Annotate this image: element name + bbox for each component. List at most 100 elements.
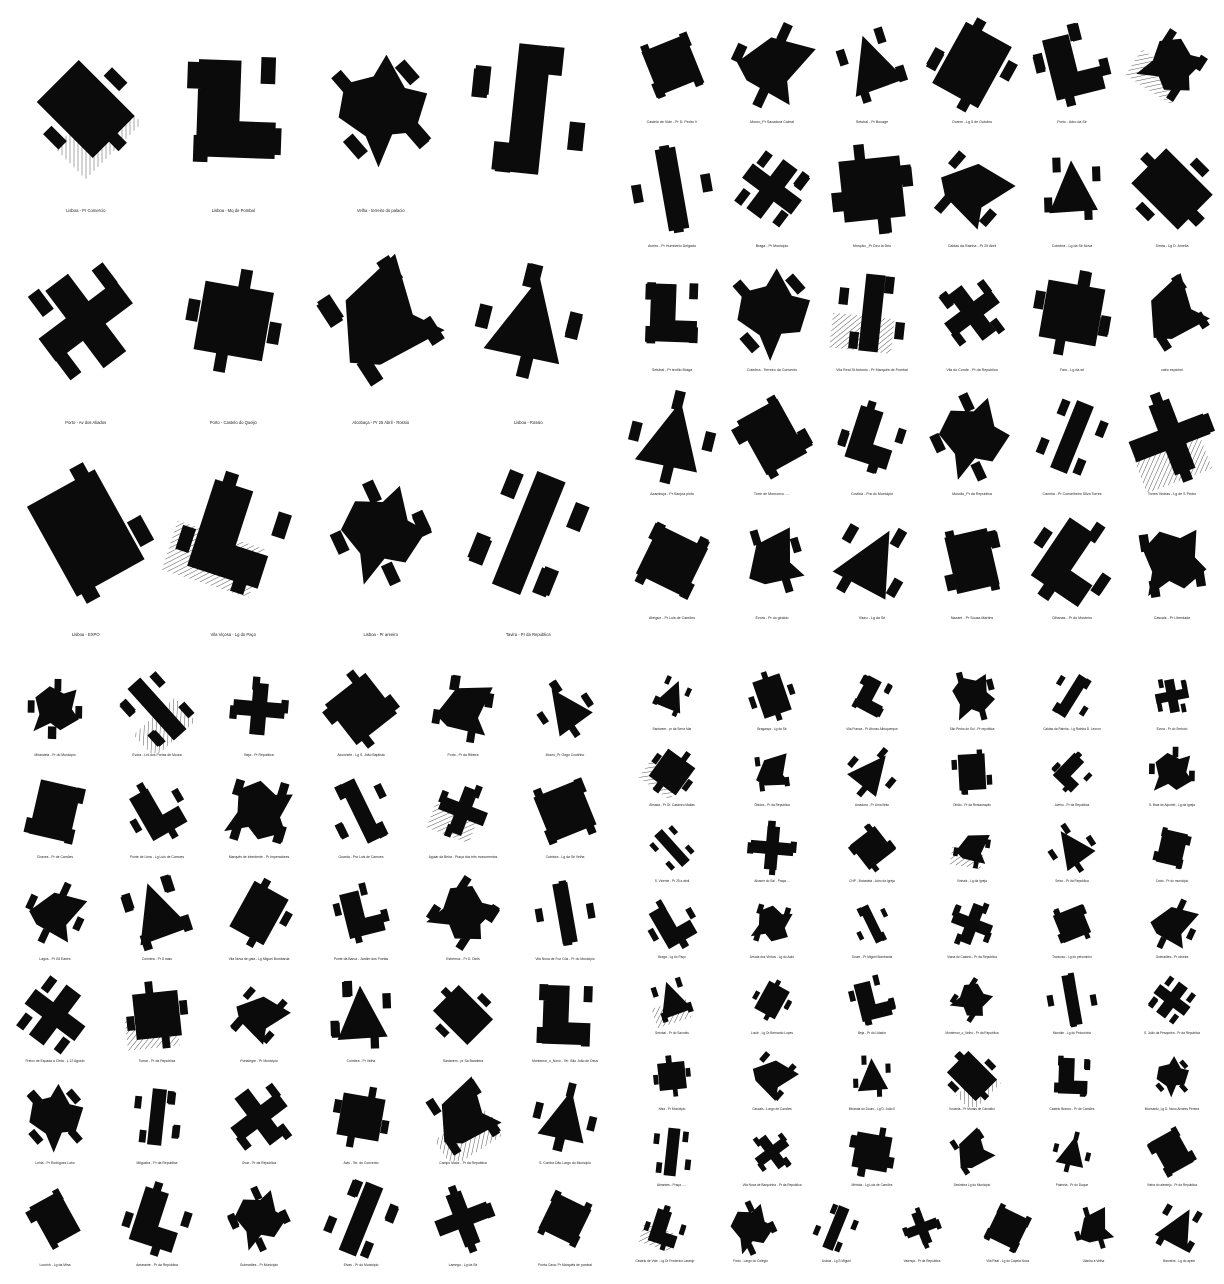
square-plan-figure [106,1175,208,1263]
square-plan-figure [722,1045,822,1107]
square-plan-item: Lisboa - Pr Comercio [12,10,160,222]
square-plan-shape [222,978,296,1053]
square-plan-item: Castelo de Vide - Pr D. Pedro V [622,10,722,134]
square-plan-figure [307,222,455,420]
square-plan-shape [465,254,592,389]
square-plan-item: Montemor_o_Velho - Pr da Republica [922,969,1022,1045]
square-plan-label: Seixo - Pr da Republica [1022,879,1122,883]
square-plan-figure [722,1121,822,1183]
square-plan-item: Coimbra - Pr 8 maio [106,869,208,971]
square-plan-item: Vila Franca - Pr Afonso Albuquerque [822,665,922,741]
square-plan-label: Tavira - Pr da Republica [455,632,603,637]
square-plan-shape [1148,1197,1210,1259]
square-plan-label: Viana do Castelo - Pr da Republica [922,955,1022,959]
square-plan-shape [722,10,820,119]
square-plan-shape [21,450,159,606]
square-plan-figure [307,10,455,208]
square-plan-figure [455,434,603,632]
square-plan-label: Lisboa - EXPO [12,632,160,637]
square-plan-item: Aguiar da Beira - Praça dos três monumen… [412,767,514,869]
square-plan-label: Alcobaça - Pr 25 Abril - Rossio [307,420,455,425]
square-plan-figure [208,767,310,855]
square-plan-item: Guimarães - Pr oliveira [1122,893,1222,969]
square-plan-item: Loulé - Lg Dr Bernardo Lopes [722,969,822,1045]
square-plan-figure [1022,893,1122,955]
square-plan-shape [1049,1127,1096,1177]
square-plan-figure [412,1175,514,1263]
square-plan-figure [822,134,922,244]
square-plan-shape [27,678,83,739]
square-plan-item: Lagos - Pr Gil Eanes [4,869,106,971]
square-plan-label: Alcochete - Lg S. João Baptista [310,753,412,757]
square-plan-shape [646,822,697,874]
square-plan-label: Arruda dos Vinhos - Lg do Adro [722,955,822,959]
square-plan-item: Monsanto_Lg D. Nuno Alvares Pereira [1122,1045,1222,1121]
square-plan-figure [1022,665,1122,727]
square-plan-shape [320,768,403,854]
square-plan-label: Mouro_Pr Sacadura Cabral [722,120,822,124]
square-plan-figure [106,767,208,855]
square-plan-item: Vila Nova de Barquinha - Pr da Republica [722,1121,822,1197]
square-plan-figure [822,1045,922,1107]
square-plan-shape [746,973,798,1027]
square-plan-item: Évora - Pr do Sertorio [1122,665,1222,741]
square-plan-shape [922,10,1022,120]
square-plan-item: Porto - Largo do Colégio [708,1197,794,1273]
square-plan-item: Beja - Pr do Lidador [822,969,922,1045]
square-plan-item: Óbidos - Pr da Republica [722,741,822,817]
square-plan-shape [15,871,96,955]
square-plan-label: Mondim - Lg do Pelourinho [1022,1031,1122,1035]
square-plan-item: Aveiro - Pr da Republica [1022,741,1122,817]
square-plan-item: Amadora - Pr Lima Brito [822,741,922,817]
square-plan-item: Alcochete - Lg S. João Baptista [310,665,412,767]
square-plan-shape [1122,134,1222,244]
square-plan-figure [1022,1121,1122,1183]
square-plan-item: Porto - Pr da Ribeira [412,665,514,767]
square-plan-item: Vila Real - Lg do Capela Nova [965,1197,1051,1273]
square-plan-figure [310,1175,412,1263]
square-plan-shape [833,24,911,107]
square-plan-item: Viana do Castelo - Pr da Republica [922,893,1022,969]
square-plan-figure [793,1197,879,1259]
square-plan-label: Vila Nova de gaia - Lg Miguel Bombarda [208,957,310,961]
square-plan-label: Crato - Pr do municipio [1122,879,1222,883]
square-plan-label: Lourinh - Lg da Mina [4,1263,106,1267]
square-plan-label: Mirandela - Pr do Municipio [4,753,106,757]
square-plan-item: Ponte da Barca - Jardim dos Poetas [310,869,412,971]
square-plan-label: Setubal - Pr Bocage [822,120,922,124]
square-plan-shape [1039,817,1104,879]
square-plan-figure [514,1073,616,1161]
square-plan-label: Montemor_o_Novo - Ter. São João de Deus [514,1059,616,1063]
square-plan-shape [1043,969,1100,1030]
square-plan-shape [745,1045,802,1102]
square-plan-item: Caldas da Rainha - Pr 25 Abril [922,134,1022,258]
square-plan-item: Porto - Adro da Sé [1022,10,1122,134]
square-plan-figure [208,1175,310,1263]
square-plan-figure [1022,969,1122,1031]
square-plan-label: Santarem - pr Sa Bandeira [412,1059,514,1063]
square-plan-figure [722,134,822,244]
square-plan-shape [421,870,506,956]
square-plan-shape [420,972,501,1053]
square-plan-item: Torre de Moncorvo - ... [722,382,822,506]
square-plan-shape [897,1202,947,1254]
square-plan-figure [514,869,616,957]
square-plan-item: Vouzela - Pr Morais de Carvalho [922,1045,1022,1121]
square-plan-shape [536,984,592,1047]
square-plan-shape [1132,273,1213,355]
square-plan-figure [1022,506,1122,616]
square-plan-figure [4,665,106,753]
square-plan-shape [1043,156,1102,221]
square-plan-shape [115,768,198,853]
square-plan-item: Sintra - Lg D. Amélia [1122,134,1222,258]
square-plan-item: S. Comba Dão Largo do Municipio [514,1073,616,1175]
square-plan-label: S. João da Pesqueira - Pr da Republica [1122,1031,1222,1035]
square-plan-figure [514,1175,616,1263]
square-plan-label: Sesimbra Lg do Municipio [922,1183,1022,1187]
square-plan-shape [745,819,798,877]
square-plan-label: Beja - Pr do Lidador [822,1031,922,1035]
square-plan-item: Lamego - Lg da Sé [412,1175,514,1277]
square-plan-label: Almada - Pr Dr. Casimiro Matias [622,803,722,807]
